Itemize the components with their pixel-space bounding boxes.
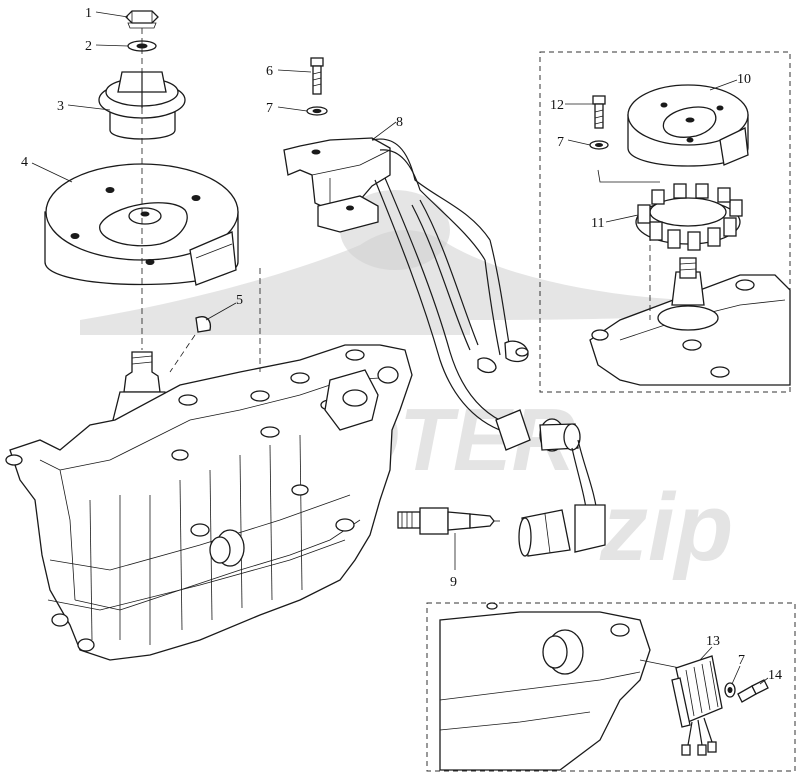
callout-7: 7 bbox=[266, 101, 273, 116]
woodruff-key bbox=[195, 316, 212, 333]
callout-6: 6 bbox=[266, 64, 273, 79]
regulator-detail-box bbox=[426, 602, 796, 772]
callout-12: 12 bbox=[550, 98, 564, 113]
engine-block bbox=[5, 344, 413, 661]
callout-13: 13 bbox=[706, 634, 720, 649]
callout-10: 10 bbox=[737, 72, 751, 87]
flywheel bbox=[44, 163, 239, 286]
callout-5: 5 bbox=[236, 293, 243, 308]
leader-lines bbox=[31, 11, 769, 685]
engine-partial-lower bbox=[439, 602, 681, 771]
watermark-script: zip bbox=[599, 474, 733, 581]
spark-plug-cap bbox=[495, 409, 606, 557]
callout-1: 1 bbox=[85, 6, 92, 21]
ignition-coil bbox=[283, 137, 491, 261]
callout-9: 9 bbox=[450, 575, 457, 590]
callout-4: 4 bbox=[21, 155, 28, 170]
callout-11: 11 bbox=[591, 216, 604, 231]
callout-14: 14 bbox=[768, 668, 782, 683]
callout-7c: 7 bbox=[738, 653, 745, 668]
bolt-12 bbox=[592, 95, 606, 129]
nut bbox=[125, 10, 159, 29]
bolt-6 bbox=[310, 57, 324, 95]
flywheel-small bbox=[627, 84, 749, 167]
stator bbox=[597, 169, 743, 251]
washer-7c bbox=[724, 682, 736, 698]
callouts: 1 2 3 4 5 6 7 8 9 10 11 12 7 13 7 14 bbox=[21, 6, 782, 683]
regulator bbox=[671, 655, 723, 756]
washer-7b bbox=[589, 140, 609, 150]
callout-3: 3 bbox=[57, 99, 64, 114]
callout-7b: 7 bbox=[557, 135, 564, 150]
spark-plug bbox=[397, 507, 500, 535]
bolt-14 bbox=[737, 679, 769, 703]
washer-7 bbox=[306, 106, 328, 116]
stator-detail-box bbox=[539, 51, 791, 393]
callout-8: 8 bbox=[396, 115, 403, 130]
callout-2: 2 bbox=[85, 39, 92, 54]
engine-partial-upper bbox=[589, 257, 791, 386]
ignition-leads bbox=[374, 177, 529, 433]
